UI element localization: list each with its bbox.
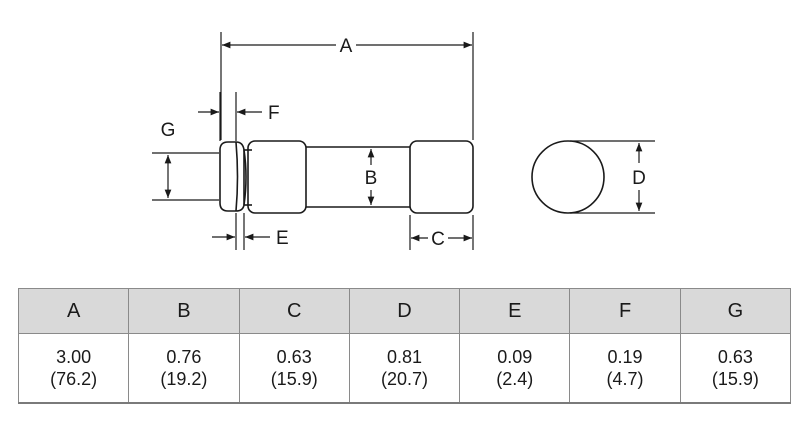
value-inches: 0.81 — [386, 347, 422, 367]
value-inches: 0.63 — [276, 347, 312, 367]
value-cell-f: 0.19 (4.7) — [569, 333, 681, 404]
fuse-terminal-tip — [219, 141, 245, 212]
value-cell-g: 0.63 (15.9) — [679, 333, 792, 404]
fuse-groove — [235, 141, 247, 212]
fuse-end-view — [531, 140, 605, 214]
value-cell-a: 3.00 (76.2) — [17, 333, 130, 404]
header-a: A — [17, 288, 130, 334]
dimension-label-b: B — [365, 168, 378, 189]
dimension-label-e: E — [276, 228, 289, 249]
value-millimeters: (15.9) — [711, 369, 759, 389]
dimension-g — [152, 152, 219, 201]
fuse-right-cap — [409, 140, 474, 214]
value-millimeters: (2.4) — [496, 369, 534, 389]
value-inches: 0.63 — [717, 347, 753, 367]
dimensions-header-row: A B C D E F G — [17, 288, 792, 334]
value-inches: 0.19 — [607, 347, 643, 367]
dimension-f — [198, 92, 262, 141]
dimension-c — [409, 215, 474, 250]
fuse-side-view — [219, 140, 474, 214]
header-g: G — [679, 288, 792, 334]
value-millimeters: (19.2) — [160, 369, 208, 389]
fuse-dimension-drawing: A F G B E C D — [152, 32, 655, 250]
header-c: C — [238, 288, 350, 334]
dimension-e — [212, 213, 270, 250]
fuse-left-cap — [247, 140, 307, 214]
value-cell-e: 0.09 (2.4) — [459, 333, 571, 404]
dimension-label-c: C — [431, 229, 445, 250]
dimensions-table: A B C D E F G 3.00 (76.2) 0.76 (19.2) 0.… — [17, 288, 792, 404]
header-e: E — [459, 288, 571, 334]
dimension-d — [570, 140, 655, 214]
value-inches: 0.09 — [497, 347, 533, 367]
dimension-label-f: F — [268, 103, 280, 124]
dimension-label-a: A — [340, 36, 353, 57]
value-millimeters: (4.7) — [606, 369, 644, 389]
value-cell-c: 0.63 (15.9) — [238, 333, 350, 404]
header-b: B — [128, 288, 240, 334]
value-inches: 0.76 — [166, 347, 202, 367]
value-millimeters: (20.7) — [380, 369, 428, 389]
value-millimeters: (15.9) — [270, 369, 318, 389]
dimension-label-g: G — [161, 120, 176, 141]
dimensions-value-row: 3.00 (76.2) 0.76 (19.2) 0.63 (15.9) 0.81… — [17, 333, 792, 404]
value-cell-b: 0.76 (19.2) — [128, 333, 240, 404]
value-inches: 3.00 — [56, 347, 92, 367]
dimension-label-d: D — [632, 168, 646, 189]
dimension-a — [220, 32, 474, 140]
header-f: F — [569, 288, 681, 334]
value-cell-d: 0.81 (20.7) — [348, 333, 461, 404]
value-millimeters: (76.2) — [50, 369, 98, 389]
header-d: D — [348, 288, 461, 334]
